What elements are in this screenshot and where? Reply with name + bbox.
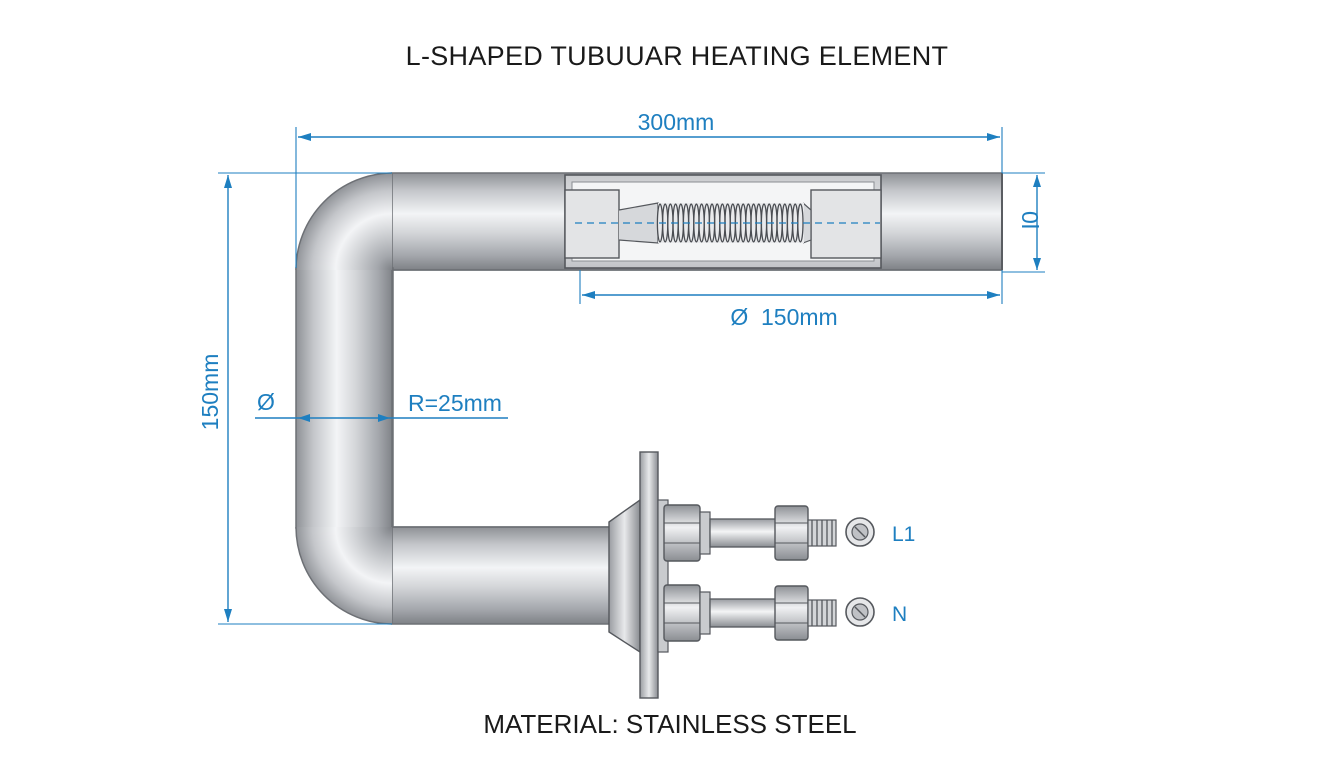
terminal-nut-inner [663, 584, 701, 642]
terminal-nut-outer [774, 505, 809, 561]
material-note: MATERIAL: STAINLESS STEEL [483, 709, 856, 739]
top-elbow [296, 173, 392, 270]
terminal-nut-outer [774, 585, 809, 641]
terminal-n-label: N [892, 603, 907, 626]
bottom-tube-segment [391, 526, 618, 625]
height-label: 150mm [197, 354, 223, 431]
terminal-n-assembly [663, 584, 875, 642]
terminal-screw-icon [845, 517, 875, 547]
terminal-rod [709, 518, 777, 548]
bend-radius-label: R=25mm [408, 390, 502, 416]
dimension-lines [218, 127, 1045, 625]
flange-cone [608, 498, 641, 654]
right-insulator [810, 189, 882, 259]
terminal-screw-icon [845, 597, 875, 627]
terminal-l1-label: L1 [892, 523, 915, 546]
terminal-rod [709, 598, 777, 628]
tube-diameter-label: 0l [1017, 211, 1043, 229]
left-insulator [564, 189, 620, 259]
terminal-l1-assembly [663, 504, 875, 562]
terminal-nut-inner [663, 504, 701, 562]
diameter-symbol-label: Ø [257, 389, 275, 415]
flange-assembly [608, 451, 875, 699]
vertical-tube-segment [295, 267, 394, 529]
terminal-thread [807, 599, 837, 627]
bottom-elbow [296, 527, 392, 624]
drawing-title: L-SHAPED TUBUUAR HEATING ELEMENT [406, 41, 949, 71]
heated-length-label: Ø 150mm [730, 304, 837, 330]
cutaway-section [564, 174, 882, 269]
overall-length-label: 300mm [638, 109, 715, 135]
flange-plate [639, 451, 659, 699]
terminal-thread [807, 519, 837, 547]
